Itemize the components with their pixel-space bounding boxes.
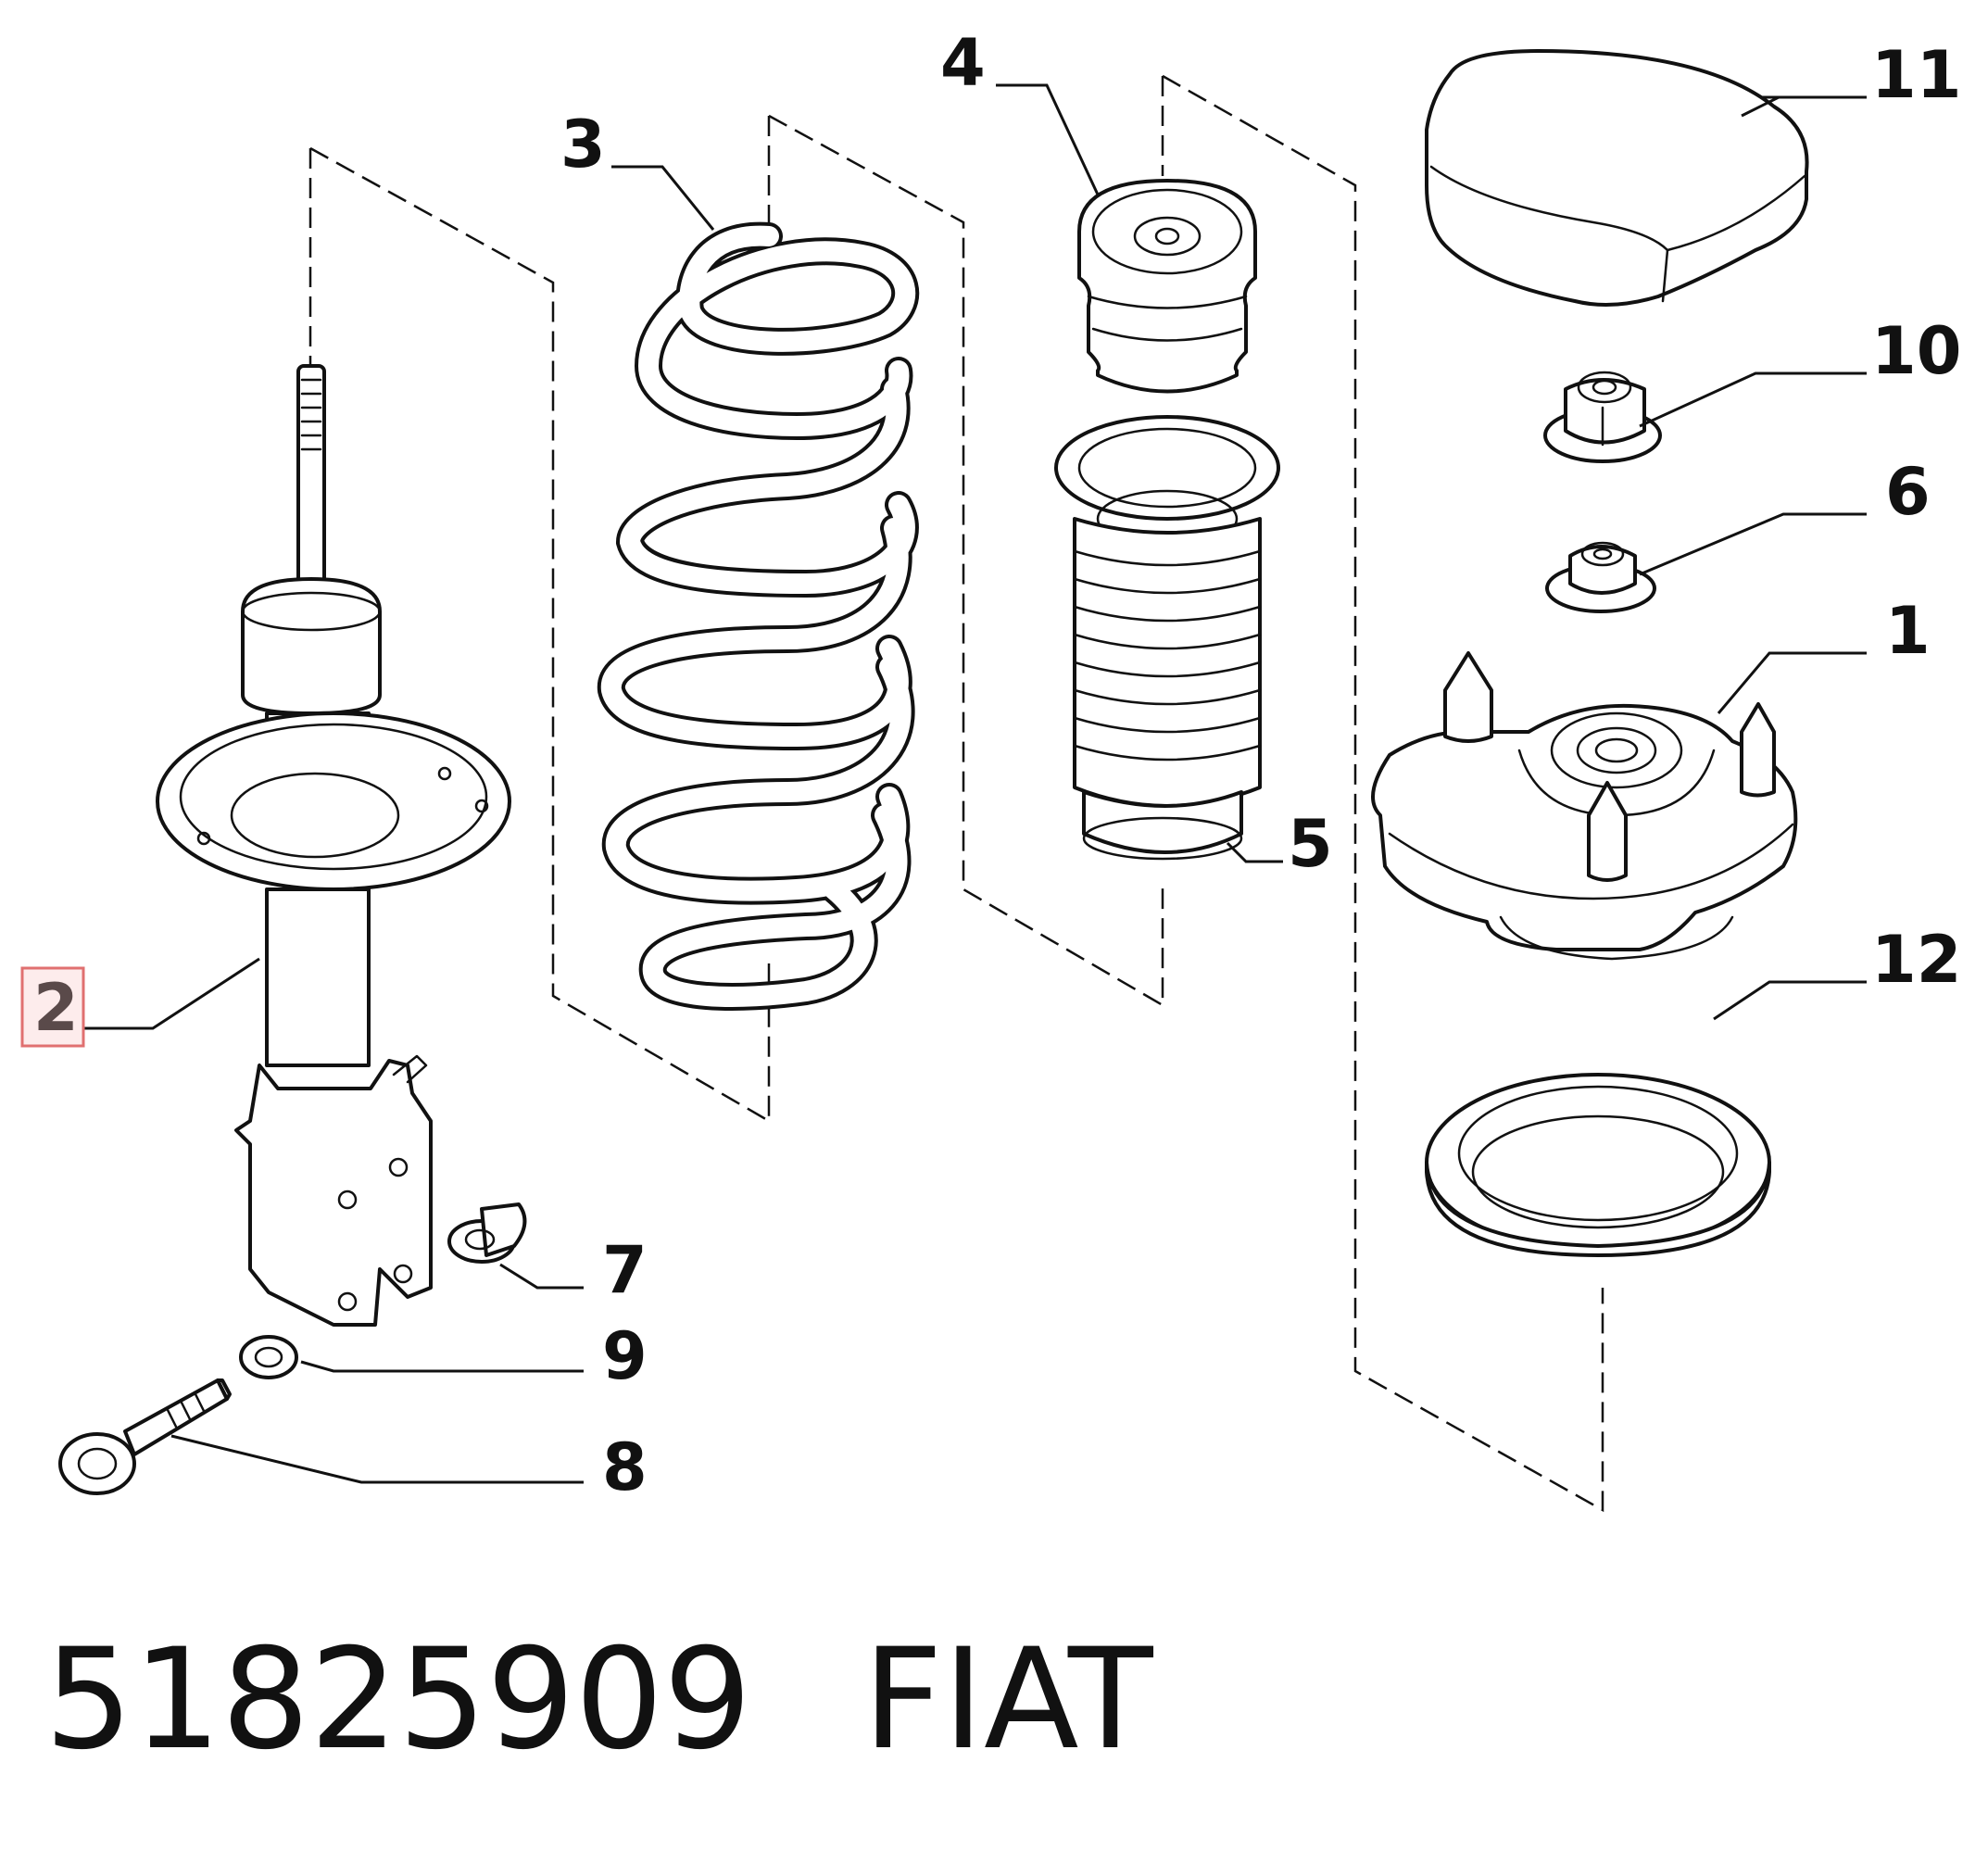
callout-labels: 3 4 11 10 6 1 12 5 2 7 9 8 [33, 25, 1961, 1505]
callout-11[interactable]: 11 [1871, 37, 1961, 113]
nut-6-part[interactable] [1545, 541, 1656, 613]
leader-lines [83, 83, 1867, 1484]
callout-1[interactable]: 1 [1885, 593, 1931, 669]
part-number: 51825909 [44, 1619, 752, 1781]
callout-3[interactable]: 3 [560, 107, 606, 183]
coil-spring-part[interactable] [597, 221, 920, 1011]
shock-absorber-part[interactable] [156, 364, 511, 1327]
bearing-part[interactable] [1425, 1073, 1771, 1257]
callout-7[interactable]: 7 [602, 1232, 648, 1308]
assembly-guide-lines [308, 74, 1604, 1513]
callout-4[interactable]: 4 [940, 25, 986, 101]
callout-2-highlight [20, 966, 85, 1048]
callout-5[interactable]: 5 [1288, 806, 1333, 882]
dust-boot-part[interactable] [1054, 415, 1280, 861]
bolt-8-part[interactable] [58, 1378, 232, 1495]
brand-name: FIAT [862, 1619, 1153, 1781]
bump-stop-part[interactable] [1077, 179, 1257, 394]
strut-mount-part[interactable] [1371, 651, 1798, 961]
washer-9-part[interactable] [239, 1335, 298, 1379]
cap-part[interactable] [1425, 49, 1809, 307]
nut-10-part[interactable] [1543, 371, 1662, 463]
callout-2[interactable]: 2 [33, 970, 79, 1046]
callout-12[interactable]: 12 [1871, 922, 1961, 998]
callout-6[interactable]: 6 [1885, 454, 1931, 530]
callout-9[interactable]: 9 [602, 1318, 648, 1394]
callout-10[interactable]: 10 [1871, 313, 1961, 389]
nut-7-part[interactable] [447, 1202, 527, 1264]
callout-8[interactable]: 8 [602, 1429, 648, 1505]
